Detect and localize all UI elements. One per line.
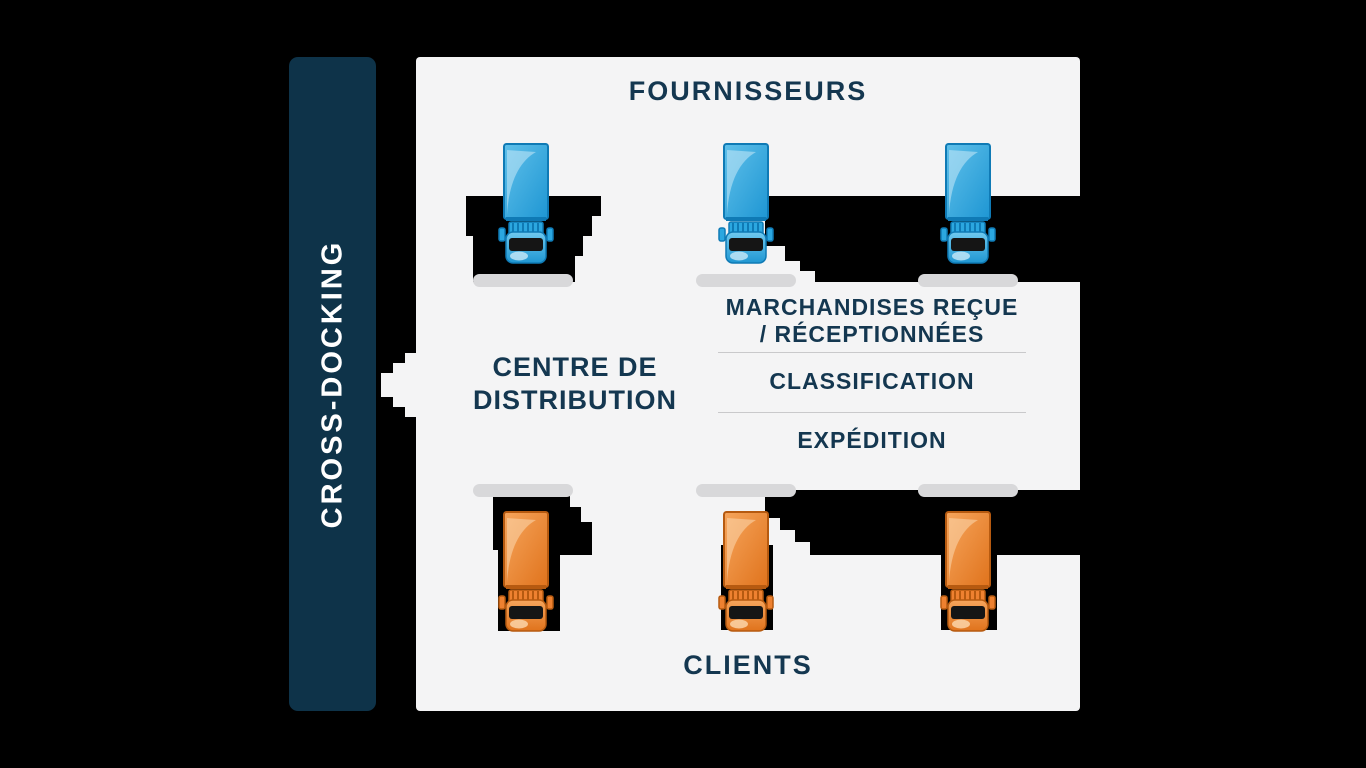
supplier-truck-2 <box>716 143 776 265</box>
left-arrow-shape <box>381 353 418 417</box>
process-step-expedition: EXPÉDITION <box>797 427 947 453</box>
inbound-dock-2 <box>696 274 796 287</box>
inbound-dock-3 <box>918 274 1018 287</box>
outbound-bay-cutout-2-3 <box>765 490 1080 555</box>
supplier-truck-3 <box>938 143 998 265</box>
suppliers-title: FOURNISSEURS <box>628 76 868 106</box>
cross-docking-label: CROSS-DOCKING <box>316 239 348 529</box>
client-truck-2 <box>716 511 776 633</box>
step-divider-1 <box>718 352 1026 353</box>
distribution-center-title-line1: CENTRE DE <box>492 352 658 382</box>
client-truck-1 <box>496 511 556 633</box>
inbound-dock-1 <box>473 274 573 287</box>
outbound-dock-2 <box>696 484 796 497</box>
distribution-center-title: CENTRE DE DISTRIBUTION <box>436 351 714 417</box>
clients-title: CLIENTS <box>683 650 813 680</box>
outbound-dock-1 <box>473 484 573 497</box>
cross-docking-ribbon: CROSS-DOCKING <box>289 57 376 711</box>
client-truck-3 <box>938 511 998 633</box>
process-step-classification: CLASSIFICATION <box>769 368 975 394</box>
process-step-received: MARCHANDISES REÇUE / RÉCEPTIONNÉES <box>725 294 1019 347</box>
inbound-bay-cutout-2-3 <box>765 196 1080 282</box>
outbound-dock-3 <box>918 484 1018 497</box>
step-divider-2 <box>718 412 1026 413</box>
supplier-truck-1 <box>496 143 556 265</box>
distribution-center-title-line2: DISTRIBUTION <box>473 385 677 415</box>
